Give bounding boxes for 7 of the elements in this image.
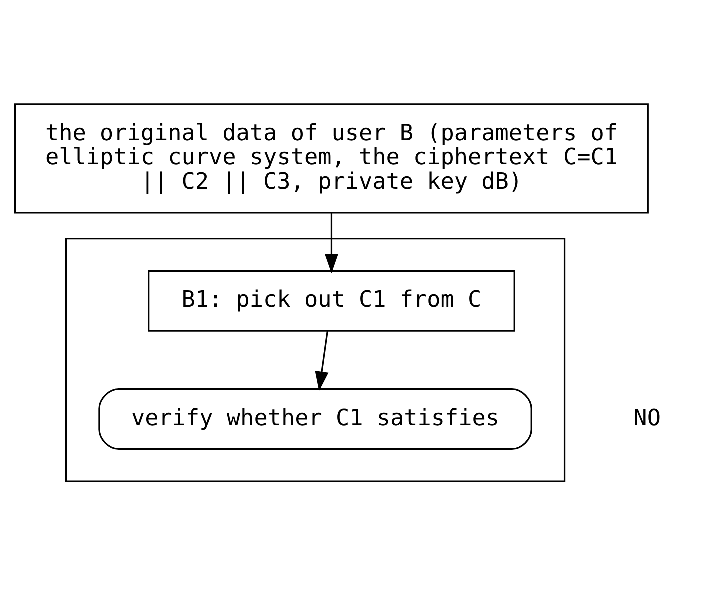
cluster (65, 238, 566, 482)
node-box: B1: pick out C1 from C (148, 270, 516, 332)
arrow (324, 212, 339, 274)
arrow (315, 331, 329, 392)
label: NO (634, 405, 661, 432)
node-box: the original data of user B (parameters of elliptic curve system, the ciphertext C=C1 || C2 || C3, private key dB) (14, 104, 649, 214)
node-box: verify whether C1 satisfies (98, 388, 532, 450)
